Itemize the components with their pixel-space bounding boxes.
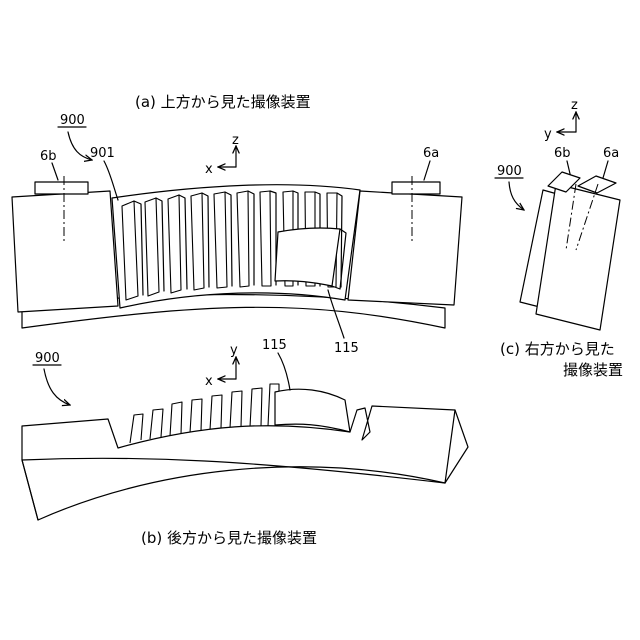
caption-c-line1: (c) 右方から見た [500, 340, 615, 358]
ref-arrow-a [68, 132, 92, 160]
axis-indicator-c: z y [544, 98, 578, 142]
svg-text:y: y [544, 127, 552, 142]
ref-arrow-c [509, 182, 524, 210]
view-c-right: z y 900 6b 6a (c) 右方から見た 撮像装置 [495, 98, 623, 379]
svg-text:x: x [205, 374, 213, 389]
label-6a-a: 6a [423, 146, 439, 161]
svg-text:z: z [232, 133, 239, 148]
ref-900-a: 900 [60, 113, 85, 128]
svg-text:x: x [205, 162, 213, 177]
svg-text:y: y [230, 343, 238, 358]
view-b-back: 900 y x 115 (b) 後方から [22, 338, 468, 547]
component-115-a [275, 228, 340, 286]
caption-a: (a) 上方から見た撮像装置 [135, 93, 311, 111]
view-a-top: (a) 上方から見た撮像装置 900 z x [12, 93, 462, 356]
label-115-b: 115 [262, 338, 287, 353]
label-6a-c: 6a [603, 146, 619, 161]
caption-c-line2: 撮像装置 [563, 361, 623, 379]
label-901: 901 [90, 146, 115, 161]
caption-b: (b) 後方から見た撮像装置 [141, 529, 317, 547]
label-6b-a: 6b [40, 149, 57, 164]
svg-text:z: z [571, 98, 578, 113]
label-6b-c: 6b [554, 146, 571, 161]
ref-arrow-b [44, 369, 70, 405]
camera-housing-6b-a [12, 191, 118, 312]
label-115-a: 115 [334, 341, 359, 356]
ref-900-c: 900 [497, 164, 522, 179]
camera-housing-6a-a [348, 191, 462, 305]
axis-indicator-a: z x [205, 133, 239, 177]
axis-indicator-b: y x [205, 343, 238, 389]
ref-900-b: 900 [35, 351, 60, 366]
